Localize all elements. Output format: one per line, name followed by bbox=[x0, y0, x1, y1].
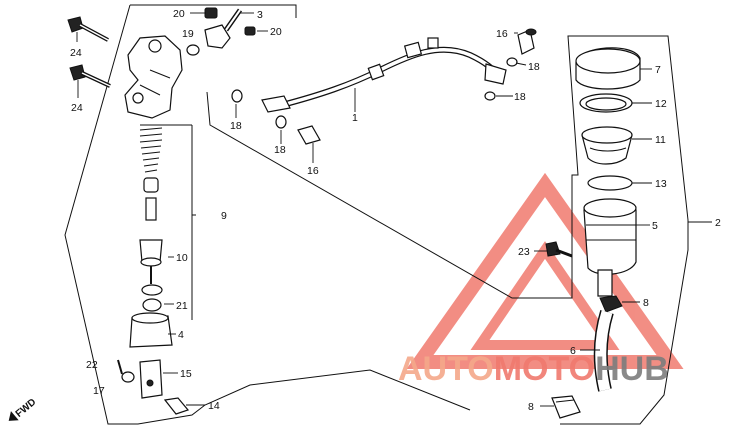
master-cylinder-body bbox=[124, 35, 183, 119]
oring-13 bbox=[587, 175, 633, 191]
callout-9: 9 bbox=[221, 210, 227, 222]
callout-22: 22 bbox=[86, 359, 98, 371]
boot-4 bbox=[129, 312, 173, 348]
reservoir-hose-joint-3 bbox=[204, 8, 243, 49]
callout-11: 11 bbox=[655, 134, 666, 146]
callout-14: 14 bbox=[208, 400, 220, 412]
clevis-15 bbox=[139, 359, 163, 399]
callout-24-lower: 24 bbox=[71, 102, 83, 114]
callout-17: 17 bbox=[93, 385, 105, 397]
assembly-outline-right bbox=[206, 35, 712, 425]
watermark-text: AUTOMOTOHUB bbox=[398, 350, 669, 388]
bolt-23 bbox=[545, 241, 573, 258]
spring bbox=[139, 127, 163, 173]
callout-15: 15 bbox=[180, 368, 192, 380]
callout-10: 10 bbox=[176, 252, 188, 264]
banjo-bolt-16-a bbox=[297, 125, 321, 145]
hose-clamp-8-lower bbox=[551, 395, 581, 419]
callout-2: 2 bbox=[715, 217, 721, 229]
callout-3: 3 bbox=[257, 9, 263, 21]
washer-18-b bbox=[275, 115, 287, 129]
callout-18-left: 18 bbox=[230, 120, 242, 132]
callout-8-upper: 8 bbox=[643, 297, 649, 309]
oring-19 bbox=[186, 44, 200, 56]
watermark-part1: AUTO bbox=[398, 350, 494, 388]
callout-5: 5 bbox=[652, 220, 658, 232]
callout-1: 1 bbox=[352, 112, 358, 124]
screw-20-lower bbox=[244, 26, 256, 36]
reservoir-hose-6 bbox=[593, 309, 614, 392]
banjo-bolt-16-b bbox=[517, 28, 537, 55]
callout-8-lower: 8 bbox=[528, 401, 534, 413]
plate-12 bbox=[579, 93, 633, 113]
leader-lines bbox=[76, 12, 652, 407]
screw-20-upper bbox=[204, 7, 218, 19]
callout-21: 21 bbox=[176, 300, 188, 312]
callout-13: 13 bbox=[655, 178, 667, 190]
bolt-24-upper bbox=[67, 16, 109, 42]
pin-14 bbox=[163, 397, 190, 415]
washer-18-d bbox=[484, 91, 496, 101]
bolt-24-lower bbox=[69, 64, 111, 88]
brake-hose-1 bbox=[261, 37, 507, 113]
callout-19: 19 bbox=[182, 28, 194, 40]
washer-18-a bbox=[231, 89, 243, 103]
callout-12: 12 bbox=[655, 98, 667, 110]
arrow-left-icon bbox=[8, 411, 19, 421]
cotter-pin-22 bbox=[117, 359, 123, 375]
reservoir-5 bbox=[583, 198, 637, 297]
hose-clamp-8-upper bbox=[599, 295, 623, 313]
forward-indicator: FWD bbox=[8, 397, 39, 421]
callout-16-upper: 16 bbox=[496, 28, 508, 40]
callout-18-upper: 18 bbox=[528, 61, 540, 73]
callout-4: 4 bbox=[178, 329, 184, 341]
fwd-label: FWD bbox=[14, 397, 39, 420]
svg-text:AUTOMOTOHUB: AUTOMOTOHUB bbox=[398, 350, 669, 388]
callout-18-right: 18 bbox=[514, 91, 526, 103]
piston-assembly-9 bbox=[139, 127, 163, 312]
callout-20-lower: 20 bbox=[270, 26, 282, 38]
callout-20-upper: 20 bbox=[173, 8, 185, 20]
washer-18-c bbox=[506, 57, 518, 67]
watermark-part3: HUB bbox=[595, 350, 669, 388]
callout-18-mid: 18 bbox=[274, 144, 286, 156]
callout-6: 6 bbox=[570, 345, 576, 357]
diaphragm-11 bbox=[581, 126, 633, 165]
reservoir-cap-7 bbox=[575, 47, 641, 90]
callout-7: 7 bbox=[655, 64, 661, 76]
callout-24-upper: 24 bbox=[70, 47, 82, 59]
washer-17 bbox=[121, 371, 135, 383]
callout-labels: 20 3 19 20 24 24 9 10 21 4 22 17 15 14 1… bbox=[70, 8, 721, 413]
assembly-outline-left bbox=[64, 4, 471, 425]
callout-16-lower: 16 bbox=[307, 165, 319, 177]
watermark-part2: MOTO bbox=[494, 350, 595, 388]
callout-23: 23 bbox=[518, 246, 530, 258]
